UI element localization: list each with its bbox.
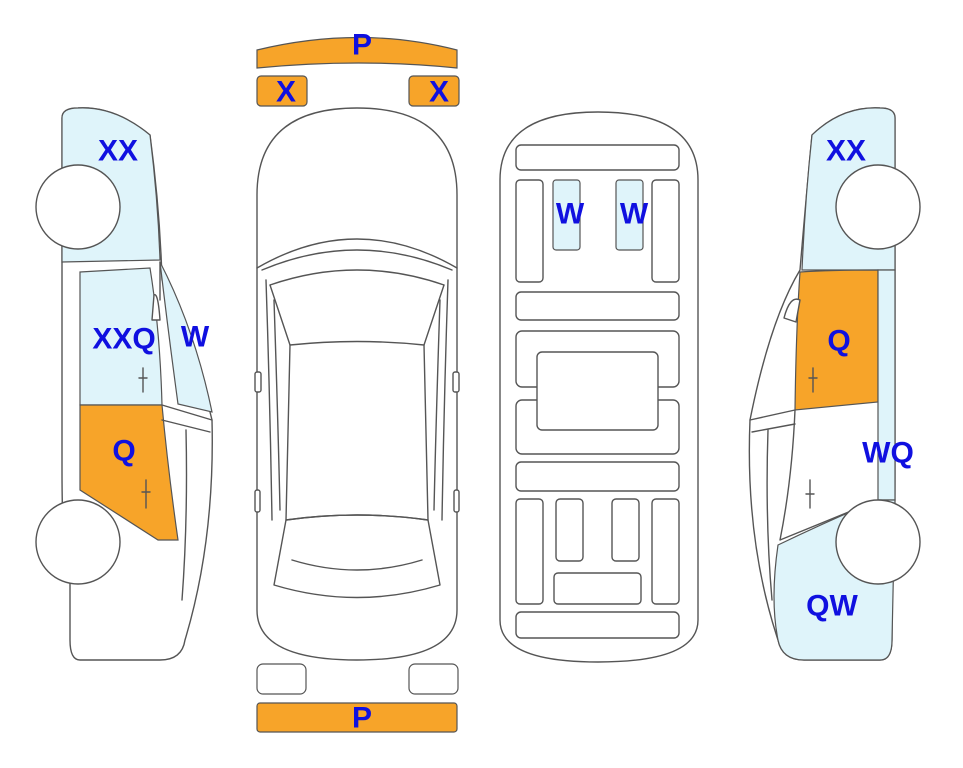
top-view-body[interactable] <box>256 107 458 661</box>
rear-bumper[interactable] <box>256 702 458 733</box>
underside-seat-left[interactable] <box>552 179 581 251</box>
left-front-door-label: XXQ <box>92 323 155 356</box>
front-bumper-label: P <box>352 29 372 62</box>
car-top-view <box>254 107 460 661</box>
front-bumper[interactable] <box>256 36 458 69</box>
right-door-label: Q <box>827 325 850 358</box>
front-right-light-label: X <box>429 76 449 109</box>
right-front-fender-label: XX <box>826 135 866 168</box>
underside-seat-left-label: W <box>556 198 585 231</box>
left-mirror[interactable] <box>159 261 213 413</box>
front-parts: P X X <box>256 29 460 109</box>
front-right-light[interactable] <box>408 75 460 107</box>
left-front-fender-label: XX <box>98 135 138 168</box>
left-rear-door-label: Q <box>112 435 135 468</box>
front-left-light-label: X <box>276 76 296 109</box>
rear-bumper-label: P <box>352 702 372 735</box>
left-rear-wheel[interactable] <box>35 499 121 585</box>
left-rear-door[interactable] <box>79 404 179 541</box>
left-mirror-label: W <box>181 321 210 354</box>
underside-seat-right[interactable] <box>615 179 644 251</box>
right-front-wheel[interactable] <box>835 164 921 250</box>
car-right-side-view: XX Q WQ QW <box>748 107 921 661</box>
front-left-light[interactable] <box>256 75 308 107</box>
car-underside-view: W W <box>499 111 699 663</box>
right-rear-door-label: WQ <box>862 437 914 470</box>
underside-seat-right-label: W <box>620 198 649 231</box>
right-rear-wheel[interactable] <box>835 499 921 585</box>
rear-left-light[interactable] <box>256 663 307 695</box>
right-rear-quarter-label: QW <box>806 590 858 623</box>
car-left-side-view: XX XXQ W Q <box>35 107 213 661</box>
rear-right-light[interactable] <box>408 663 459 695</box>
rear-parts: P <box>256 663 459 735</box>
left-front-wheel[interactable] <box>35 164 121 250</box>
